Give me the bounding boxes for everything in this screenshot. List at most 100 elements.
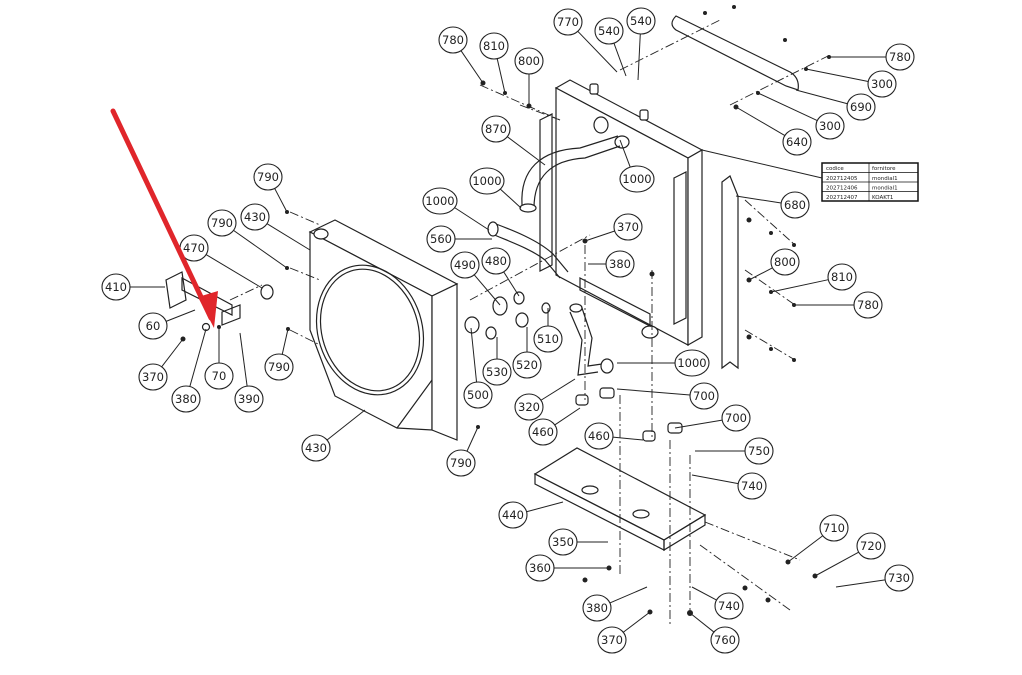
leader-line — [787, 535, 824, 563]
callout-bubble — [207, 209, 237, 237]
callout-1000: 1000 — [422, 187, 490, 231]
leader-line — [757, 92, 818, 122]
mount-bracket-410 — [165, 271, 274, 332]
callout-bubble — [446, 449, 476, 477]
callout-790: 790 — [446, 426, 479, 477]
callout-1000: 1000 — [619, 139, 655, 193]
callout-bubble — [597, 626, 627, 654]
callout-700: 700 — [616, 382, 719, 410]
callout-label: 430 — [305, 441, 327, 455]
callout-bubble — [422, 187, 458, 215]
leader-line — [609, 586, 648, 604]
callout-label: 360 — [529, 561, 551, 575]
callout-label: 540 — [630, 14, 652, 28]
callout-label: 740 — [741, 479, 763, 493]
callout-label: 780 — [442, 33, 464, 47]
callout-bubble — [584, 422, 614, 450]
callout-bubble — [264, 353, 294, 381]
callout-label: 700 — [693, 389, 715, 403]
callout-bubble — [594, 17, 624, 45]
callout-540: 540 — [626, 7, 656, 81]
callout-520: 520 — [512, 327, 542, 379]
callout-780: 780 — [829, 43, 915, 71]
callout-780: 780 — [794, 291, 883, 319]
callout-bubble — [613, 213, 643, 241]
callout-380: 380 — [582, 586, 648, 622]
callout-690: 690 — [795, 89, 876, 121]
callout-bubble — [553, 8, 583, 36]
callout-bubble — [714, 592, 744, 620]
callout-370: 370 — [138, 338, 184, 391]
callout-label: 770 — [557, 15, 579, 29]
callout-label: 530 — [486, 365, 508, 379]
callout-bubble — [533, 325, 563, 353]
callout-bubble — [827, 263, 857, 291]
leader-line — [577, 30, 618, 73]
leader-line — [691, 474, 739, 485]
callout-bubble — [582, 594, 612, 622]
callout-470: 470 — [179, 234, 263, 289]
leader-line — [691, 586, 717, 601]
leader-line — [266, 223, 311, 251]
callout-bubble — [525, 554, 555, 582]
fittings — [464, 291, 683, 442]
callout-bubble — [253, 163, 283, 191]
callout-bubble — [426, 225, 456, 253]
leader-line — [735, 195, 782, 204]
leader-line — [326, 409, 366, 441]
leader-line — [814, 551, 859, 577]
callout-bubble — [463, 381, 493, 409]
callout-bubble — [301, 434, 331, 462]
callout-label: 370 — [142, 370, 164, 384]
callout-label: 750 — [748, 444, 770, 458]
callout-500: 500 — [463, 327, 493, 409]
callout-bubble — [138, 363, 168, 391]
callout-label: 470 — [183, 241, 205, 255]
callout-bubble — [710, 626, 740, 654]
callout-label: 810 — [483, 39, 505, 53]
callout-70: 70 — [204, 327, 234, 390]
callout-bubble — [744, 437, 774, 465]
callout-bubble — [234, 385, 264, 413]
callout-label: 690 — [850, 100, 872, 114]
callout-530: 530 — [482, 337, 512, 386]
upper-hose — [521, 135, 621, 209]
leader-line — [205, 254, 263, 289]
callout-label: 350 — [552, 535, 574, 549]
callout-430: 430 — [301, 409, 366, 462]
leader-line — [540, 378, 576, 401]
callout-540: 540 — [594, 17, 627, 77]
leader-line — [835, 579, 886, 588]
callout-810: 810 — [479, 32, 509, 94]
callout-label: 790 — [211, 216, 233, 230]
callout-bubble — [528, 418, 558, 446]
callout-560: 560 — [426, 225, 492, 253]
callout-640: 640 — [735, 106, 812, 156]
callout-700: 700 — [674, 404, 751, 432]
callout-60: 60 — [138, 309, 196, 340]
leader-line — [622, 611, 651, 633]
callout-370: 370 — [584, 213, 643, 242]
leader-line — [470, 327, 478, 383]
leader-line — [161, 338, 184, 368]
callout-bubble — [548, 528, 578, 556]
callout-770: 770 — [553, 8, 618, 73]
leader-line — [466, 426, 479, 452]
fan-shroud — [308, 219, 459, 441]
callout-label: 70 — [212, 369, 227, 383]
callout-bubble — [481, 115, 511, 143]
callout-bubble — [846, 93, 876, 121]
centre-lines — [229, 19, 831, 625]
leader-line — [795, 89, 848, 105]
callout-790: 790 — [253, 163, 288, 213]
callout-1000: 1000 — [469, 167, 522, 209]
callout-bubble — [514, 47, 544, 75]
callout-label: 790 — [450, 456, 472, 470]
callout-390: 390 — [234, 332, 264, 413]
table-header-code: codice — [826, 166, 844, 172]
leader-line — [274, 188, 288, 213]
callout-label: 1000 — [677, 356, 706, 370]
callout-bubble — [867, 70, 897, 98]
callout-810: 810 — [770, 263, 857, 293]
callout-label: 760 — [714, 633, 736, 647]
